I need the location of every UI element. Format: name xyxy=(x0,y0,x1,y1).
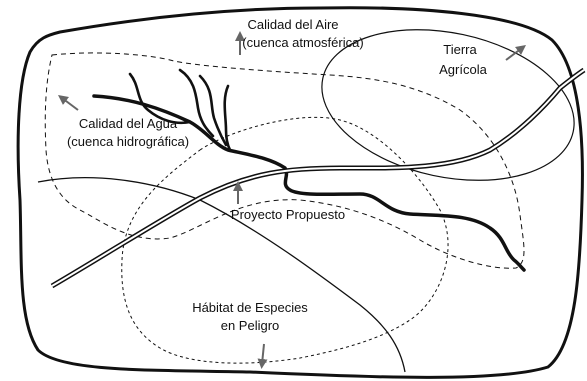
arrow-icon xyxy=(505,45,526,61)
arrow-icon xyxy=(58,95,79,111)
habitat-label-line1: Hábitat de Especies xyxy=(192,300,308,315)
agricultural-land-label-line1: Tierra xyxy=(443,42,477,57)
air-quality-boundary xyxy=(44,52,525,269)
arrow-icon xyxy=(257,343,268,369)
habitat-sublabel: en Peligro xyxy=(221,318,280,333)
proposed-project-route-inner xyxy=(51,69,585,287)
habitat-label-line2: en Peligro xyxy=(221,318,280,333)
agricultural-land-label: Tierra xyxy=(443,42,477,57)
tributary xyxy=(198,74,228,147)
water-quality-label: Calidad del Agua xyxy=(79,116,178,131)
water-quality-label-line2: (cuenca hidrográfica) xyxy=(67,134,189,149)
water-quality-label-line1: Calidad del Agua xyxy=(79,116,178,131)
agricultural-land-sublabel: Agrícola xyxy=(439,62,487,77)
air-quality-label-line1: Calidad del Aire xyxy=(247,17,338,32)
air-quality-label: Calidad del Aire xyxy=(247,17,338,32)
water-quality-sublabel: (cuenca hidrográfica) xyxy=(67,134,189,149)
habitat-label: Hábitat de Especies xyxy=(192,300,308,315)
study-area-boundary xyxy=(16,6,584,379)
tributary xyxy=(223,84,232,152)
agricultural-land-label-line2: Agrícola xyxy=(439,62,487,77)
air-quality-label-line2: (cuenca atmosférica) xyxy=(242,35,363,50)
road-line xyxy=(37,177,406,373)
agricultural-land-boundary xyxy=(321,29,575,181)
tributary xyxy=(128,72,192,125)
habitat-boundary xyxy=(121,116,449,364)
air-quality-sublabel: (cuenca atmosférica) xyxy=(242,35,363,50)
tributary xyxy=(178,68,215,138)
proposed-project-label: Proyecto Propuesto xyxy=(231,207,345,222)
proposed-project-label-line1: Proyecto Propuesto xyxy=(231,207,345,222)
river xyxy=(92,94,526,272)
